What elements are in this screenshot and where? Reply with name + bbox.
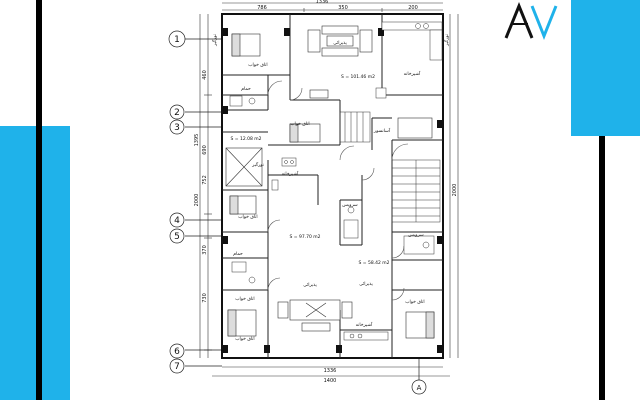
room-label-bath-2: حمام [233, 252, 243, 257]
room-label-bed-2: اتاق خواب [290, 122, 309, 127]
axis-label-2: 2 [174, 108, 180, 118]
av-monogram-icon [504, 2, 558, 41]
room-label-side-yard-left: نورگیر [211, 34, 218, 47]
door-swings [267, 80, 409, 301]
axis-label-a: A [417, 384, 422, 392]
dim-left-total: 2000 [194, 194, 200, 207]
room-label-bed-4: اتاق خواب [235, 297, 254, 302]
black-bar-left [36, 0, 42, 400]
axis-label-1: 1 [174, 35, 180, 45]
room-label-bed-1: اتاق خواب [248, 63, 267, 68]
dim-top-total: 1336 [316, 0, 329, 5]
room-label-kitchen-mid: آشپزخانه [282, 171, 299, 177]
dim-left-seg-4: 370 [202, 245, 208, 255]
room-label-bath-1: حمام [241, 87, 251, 92]
room-area-top: S = 101.46 m2 [341, 74, 375, 80]
axis-label-4: 4 [174, 216, 180, 226]
dim-top-seg-1: 786 [257, 5, 267, 11]
staircase [339, 111, 441, 223]
beds [227, 33, 435, 339]
light-well-shaft [225, 117, 433, 187]
room-label-bed-5: اتاق خواب [405, 300, 424, 305]
room-label-kitchen-top: آشپزخانه [404, 71, 421, 77]
room-area-lobby: S = 12.08 m2 [230, 136, 261, 142]
accent-bar-left [0, 126, 70, 400]
room-label-light-well: نورگیر [251, 161, 264, 168]
dim-top-seg-2: 350 [338, 5, 348, 11]
room-label-kitchen-bottom: آشپزخانه [356, 322, 373, 328]
fixtures [229, 21, 443, 341]
room-label-elevator: آسانسور [373, 128, 391, 134]
accent-bar-right [571, 0, 640, 136]
room-label-bed-3: اتاق خواب [238, 215, 257, 220]
room-area-mid: S = 97.70 m2 [289, 234, 320, 240]
black-bar-right [599, 136, 605, 400]
grid-axes [168, 30, 427, 395]
axis-label-7: 7 [174, 362, 180, 372]
dim-top-seg-3: 200 [408, 5, 418, 11]
room-label-living-bottom: پذیرائی [303, 283, 317, 288]
dim-bottom-total: 1336 [324, 368, 337, 374]
outer-walls [221, 13, 444, 359]
room-label-living-top: پذیرائی [333, 41, 347, 46]
dim-right-total: 2000 [452, 184, 458, 197]
dim-left-extra: 1395 [194, 134, 200, 147]
axis-label-6: 6 [174, 347, 180, 357]
living-furniture [277, 25, 373, 332]
room-label-wc-right: سرویس [408, 233, 424, 238]
room-label-side-yard-right: نورگیر [443, 34, 450, 47]
dim-left-seg-3: 752 [202, 175, 208, 185]
axis-label-3: 3 [174, 123, 180, 133]
dim-left-seg-5: 730 [202, 293, 208, 303]
room-label-living-right: پذیرائی [359, 282, 373, 287]
room-area-right: S = 58.42 m2 [358, 260, 389, 266]
dimension-lines [199, 2, 459, 377]
dim-left-seg-2: 690 [202, 145, 208, 155]
room-label-bed-6: اتاق خواب [235, 337, 254, 342]
room-label-wc-mid: سرویس [342, 203, 358, 208]
dim-bottom-overall: 1400 [324, 378, 337, 384]
axis-label-5: 5 [174, 232, 180, 242]
dim-left-seg-1: 460 [202, 70, 208, 80]
